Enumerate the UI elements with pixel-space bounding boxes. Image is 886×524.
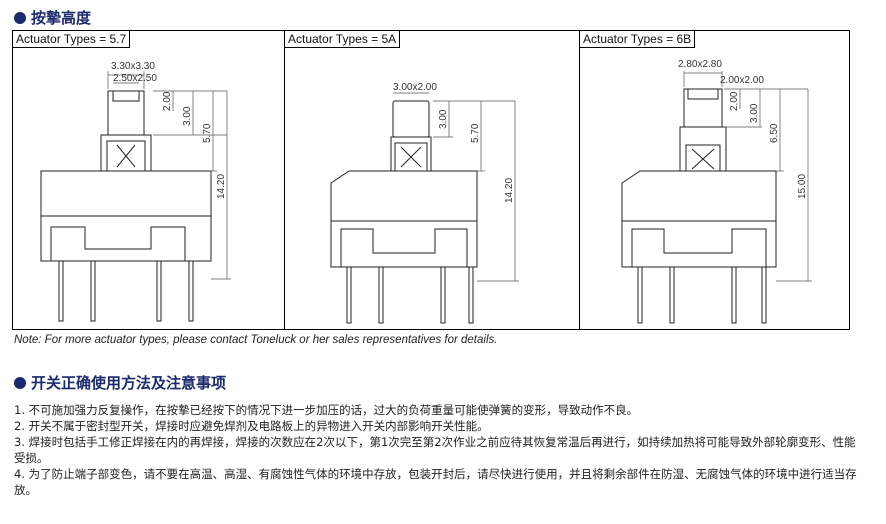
dim-d3: 5.70 (202, 123, 213, 143)
dim-top: 3.30x3.30 (111, 61, 155, 72)
dim-d2: 3.00 (749, 103, 760, 123)
actuator-5a-drawing: 3.00x2.00 3.00 5.70 14.20 (330, 82, 519, 324)
dim-d1: 2.00 (162, 91, 173, 111)
dim-d1: 3.00 (438, 109, 449, 129)
precautions-list: 1. 不可施加强力反复操作，在按摯已经按下的情况下进一步加压的话，过大的负荷重量… (14, 402, 864, 498)
dim-d1: 2.00 (729, 91, 740, 111)
panel-actuator-6b: Actuator Types = 6B (579, 31, 849, 329)
panel-actuator-5a: Actuator Types = 5A (284, 31, 579, 329)
dim-top: 3.00x2.00 (393, 82, 437, 93)
actuator-5-7-drawing: 3.30x3.30 2.50x2.50 2.00 3.00 5.70 14.20 (40, 61, 231, 322)
dim-d3: 6.50 (769, 123, 780, 143)
bullet-icon (14, 376, 26, 389)
precaution-item: 3. 焊接时包括手工修正焊接在内的再焊接，焊接的次数应在2次以下，第1次完至第2… (14, 435, 856, 465)
section-title-text: 按摯高度 (31, 9, 92, 27)
panel-label: Actuator Types = 5A (285, 31, 401, 48)
dim-d3: 14.20 (504, 178, 515, 203)
actuator-6b-drawing: 2.80x2.80 2.00x2.00 2.00 3.00 6.50 15.00 (621, 59, 812, 324)
actuator-panels: Actuator Types = 5.7 (12, 30, 850, 330)
bullet-icon (14, 11, 26, 24)
dim-d4: 14.20 (216, 174, 227, 199)
precaution-item: 2. 开关不属于密封型开关，焊接时应避免焊剂及电路板上的异物进入开关内部影响开关… (14, 419, 489, 433)
panel-actuator-5-7: Actuator Types = 5.7 (13, 31, 284, 329)
section-title-actuator-height: 按摯高度 (14, 7, 91, 28)
actuator-note: Note: For more actuator types, please co… (14, 334, 498, 346)
section-title-usage-precautions: 开关正确使用方法及注意事项 (14, 372, 226, 393)
dim-d4: 15.00 (797, 174, 808, 199)
precaution-item: 1. 不可施加强力反复操作，在按摯已经按下的情况下进一步加压的话，过大的负荷重量… (14, 403, 639, 417)
panel-label: Actuator Types = 5.7 (13, 31, 131, 48)
dim-d2: 5.70 (470, 123, 481, 143)
dim-d2: 3.00 (182, 106, 193, 126)
panel-label: Actuator Types = 6B (580, 31, 696, 48)
dim-inner: 2.50x2.50 (113, 73, 157, 84)
dim-inner: 2.00x2.00 (720, 75, 764, 86)
dim-top: 2.80x2.80 (678, 59, 722, 70)
precaution-item: 4. 为了防止端子部变色，请不要在高温、高湿、有腐蚀性气体的环境中存放，包装开封… (14, 467, 857, 497)
section-title-text: 开关正确使用方法及注意事项 (31, 374, 227, 392)
